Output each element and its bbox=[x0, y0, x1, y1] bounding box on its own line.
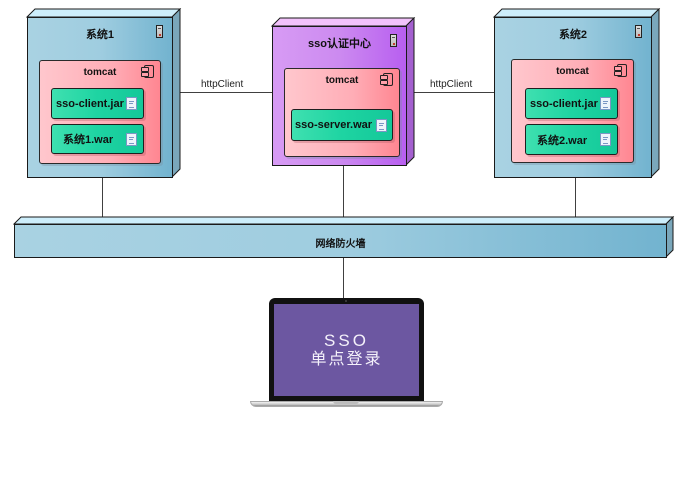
document-icon bbox=[600, 133, 611, 146]
server-icon bbox=[390, 34, 397, 47]
link-system1-firewall bbox=[102, 177, 103, 217]
document-icon bbox=[600, 97, 611, 110]
artifact-label: 系统2.war bbox=[537, 134, 588, 147]
tomcat-label: tomcat bbox=[556, 66, 589, 77]
system1-artifact-war[interactable]: 系统1.war bbox=[51, 124, 144, 154]
tomcat-label: tomcat bbox=[325, 75, 359, 86]
laptop-screen: SSO 单点登录 bbox=[274, 304, 419, 396]
screen-title: SSO bbox=[324, 330, 369, 350]
component-icon bbox=[380, 73, 393, 86]
connection-label-right: httpClient bbox=[430, 79, 473, 90]
firewall-face: 网络防火墙 bbox=[14, 224, 667, 258]
system2-title: 系统2 bbox=[558, 29, 588, 41]
server-icon bbox=[635, 25, 642, 38]
tomcat-label: tomcat bbox=[83, 67, 117, 78]
system1-title: 系统1 bbox=[85, 29, 115, 41]
system2-artifact-war[interactable]: 系统2.war bbox=[525, 124, 618, 155]
document-icon bbox=[126, 97, 137, 110]
system1-artifact-jar[interactable]: sso-client.jar bbox=[51, 88, 144, 119]
sso-node-3d-edges bbox=[271, 17, 416, 167]
link-system2-firewall bbox=[575, 177, 576, 217]
link-sso-firewall bbox=[343, 165, 344, 217]
sso-title: sso认证中心 bbox=[308, 38, 371, 50]
server-icon bbox=[156, 25, 163, 38]
document-icon bbox=[376, 119, 387, 132]
document-icon bbox=[126, 133, 137, 146]
link-sso-system2 bbox=[413, 92, 494, 93]
component-icon bbox=[141, 65, 154, 78]
link-firewall-client bbox=[343, 257, 344, 298]
firewall-title: 网络防火墙 bbox=[315, 239, 366, 250]
artifact-label: sso-client.jar bbox=[530, 97, 598, 110]
system2-artifact-jar[interactable]: sso-client.jar bbox=[525, 88, 618, 119]
artifact-label: 系统1.war bbox=[63, 134, 114, 146]
artifact-label: sso-client.jar bbox=[56, 97, 124, 110]
connection-label-left: httpClient bbox=[201, 79, 244, 90]
sso-artifact-server-war[interactable]: sso-server.war bbox=[291, 109, 393, 141]
camera-icon bbox=[345, 300, 347, 302]
laptop-notch bbox=[333, 401, 359, 404]
link-system1-sso bbox=[180, 92, 272, 93]
screen-subtitle: 单点登录 bbox=[310, 350, 383, 368]
component-icon bbox=[614, 64, 627, 77]
artifact-label: sso-server.war bbox=[295, 119, 373, 131]
